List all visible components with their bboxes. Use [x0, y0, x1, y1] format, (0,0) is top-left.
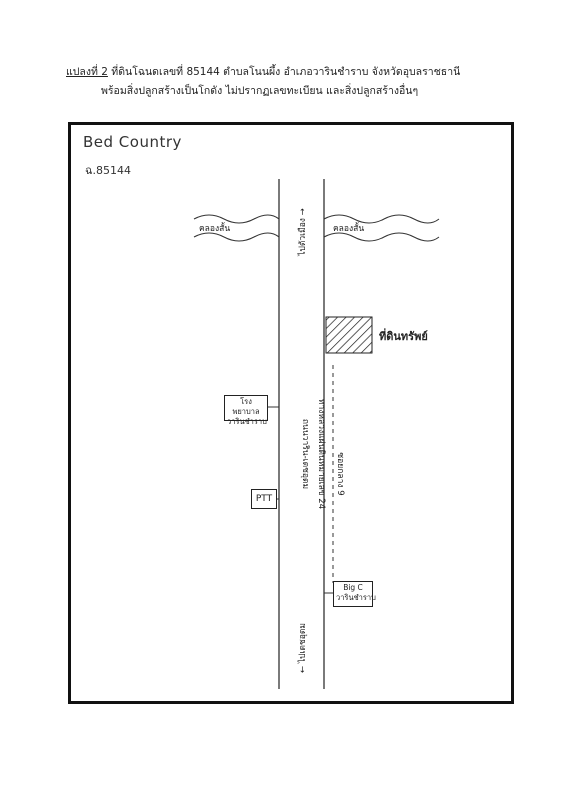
- header-line-2: พร้อมสิ่งปลูกสร้างเป็นโกดัง ไม่ปรากฏเลขท…: [101, 85, 419, 97]
- highway-name-2: ถนนวาริน-เดชอุดม: [300, 418, 310, 490]
- hospital-line-1: โรงพยาบาล: [232, 397, 260, 416]
- canal-left-label: คลองสั้น: [199, 224, 231, 234]
- header-line-1: แปลงที่ 2 ที่ดินโฉนดเลขที่ 85144 ตำบลโนน…: [66, 63, 460, 80]
- road-top-direction: ไปตัวเมือง →: [298, 208, 308, 256]
- hospital-box: โรงพยาบาล วารินชำราบ: [224, 395, 268, 426]
- deed-number: ฉ.85144: [85, 164, 131, 177]
- canal-right-label: คลองสั้น: [333, 224, 365, 234]
- hospital-line-2: วารินชำราบ: [227, 417, 267, 426]
- ptt-box: PTT: [251, 489, 277, 509]
- road-bottom-direction: ← ไปเดชอุดม: [298, 623, 308, 673]
- canal-left-wave-bottom: [193, 232, 280, 242]
- map-drawing: [193, 179, 440, 689]
- subject-land-plot: [325, 316, 373, 354]
- canal-right-wave-top: [323, 214, 440, 224]
- soi-label: ซอยกลาง 9: [335, 452, 345, 496]
- document-header: แปลงที่ 2 ที่ดินโฉนดเลขที่ 85144 ตำบลโนน…: [0, 0, 570, 110]
- canal-right-wave-bottom: [323, 232, 440, 242]
- deed-description: ที่ดินโฉนดเลขที่ 85144 ตำบลโนนผึ้ง อำเภอ…: [107, 66, 461, 78]
- highway-name: ทางหลวงแผ่นดินหมายเลข 24: [316, 398, 326, 510]
- location-map: Bed Country ฉ.85144 คลองสั้น คลองสั้น ไป…: [68, 122, 514, 704]
- bigc-line-1: Big C: [343, 583, 363, 592]
- bigc-line-2: วารินชำราบ: [336, 593, 376, 602]
- bigc-box: Big C วารินชำราบ: [333, 581, 376, 607]
- canal-left-wave-top: [193, 214, 280, 224]
- plot-label: แปลงที่ 2: [66, 66, 108, 78]
- map-title: Bed Country: [83, 133, 182, 151]
- subject-land-label: ที่ดินทรัพย์: [379, 330, 428, 343]
